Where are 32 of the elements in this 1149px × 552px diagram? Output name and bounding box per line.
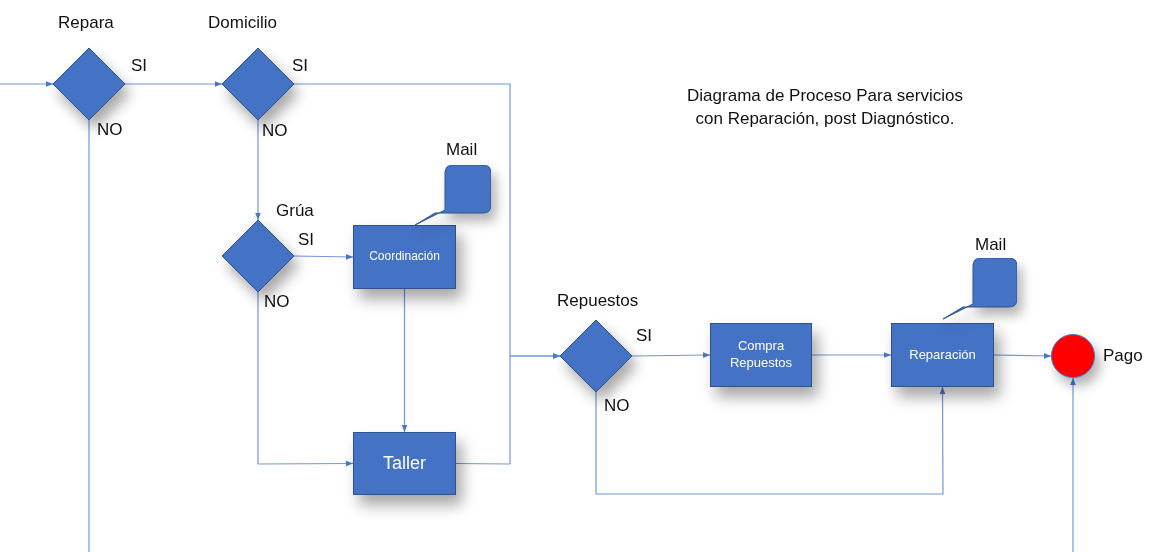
edge-label: SI: [131, 56, 148, 76]
edge-label: NO: [262, 121, 288, 141]
connector-arrow: [811, 352, 892, 358]
connector-arrow: [293, 254, 354, 260]
node-label: Repara: [58, 12, 114, 34]
edge-label: SI: [636, 326, 653, 346]
node-label: Grúa: [276, 200, 314, 222]
node-label: Repuestos: [557, 290, 639, 312]
process-box: Coordinación: [353, 225, 456, 289]
edge-label: NO: [264, 292, 290, 312]
process-box: Taller: [353, 432, 456, 495]
edge-label: SI: [298, 230, 315, 250]
connector-arrow: [255, 119, 261, 221]
edge-label: NO: [604, 396, 630, 416]
connector-arrow: [595, 386, 946, 495]
process-box: Compra Repuestos: [710, 323, 812, 387]
process-box: Reparación: [891, 323, 994, 387]
edge-label: SI: [292, 56, 309, 76]
connector-arrow: [993, 353, 1052, 359]
connector-arrow: [401, 288, 408, 433]
connector-arrow: [631, 352, 711, 358]
connector-arrow: [1070, 377, 1076, 552]
connector-arrow: [124, 81, 223, 87]
node-label: Pago: [1103, 345, 1143, 367]
connector-arrow: [257, 291, 354, 467]
node-label: Mail: [446, 139, 478, 161]
edge-label: NO: [97, 120, 123, 140]
node-label: Mail: [975, 234, 1007, 256]
connector-arrow: [0, 81, 54, 87]
diagram-title: Diagrama de Proceso Para servicios con Reparación, post Diagnóstico.: [686, 85, 964, 130]
node-label: Domicilio: [208, 12, 277, 34]
connector-arrow: [455, 353, 561, 465]
